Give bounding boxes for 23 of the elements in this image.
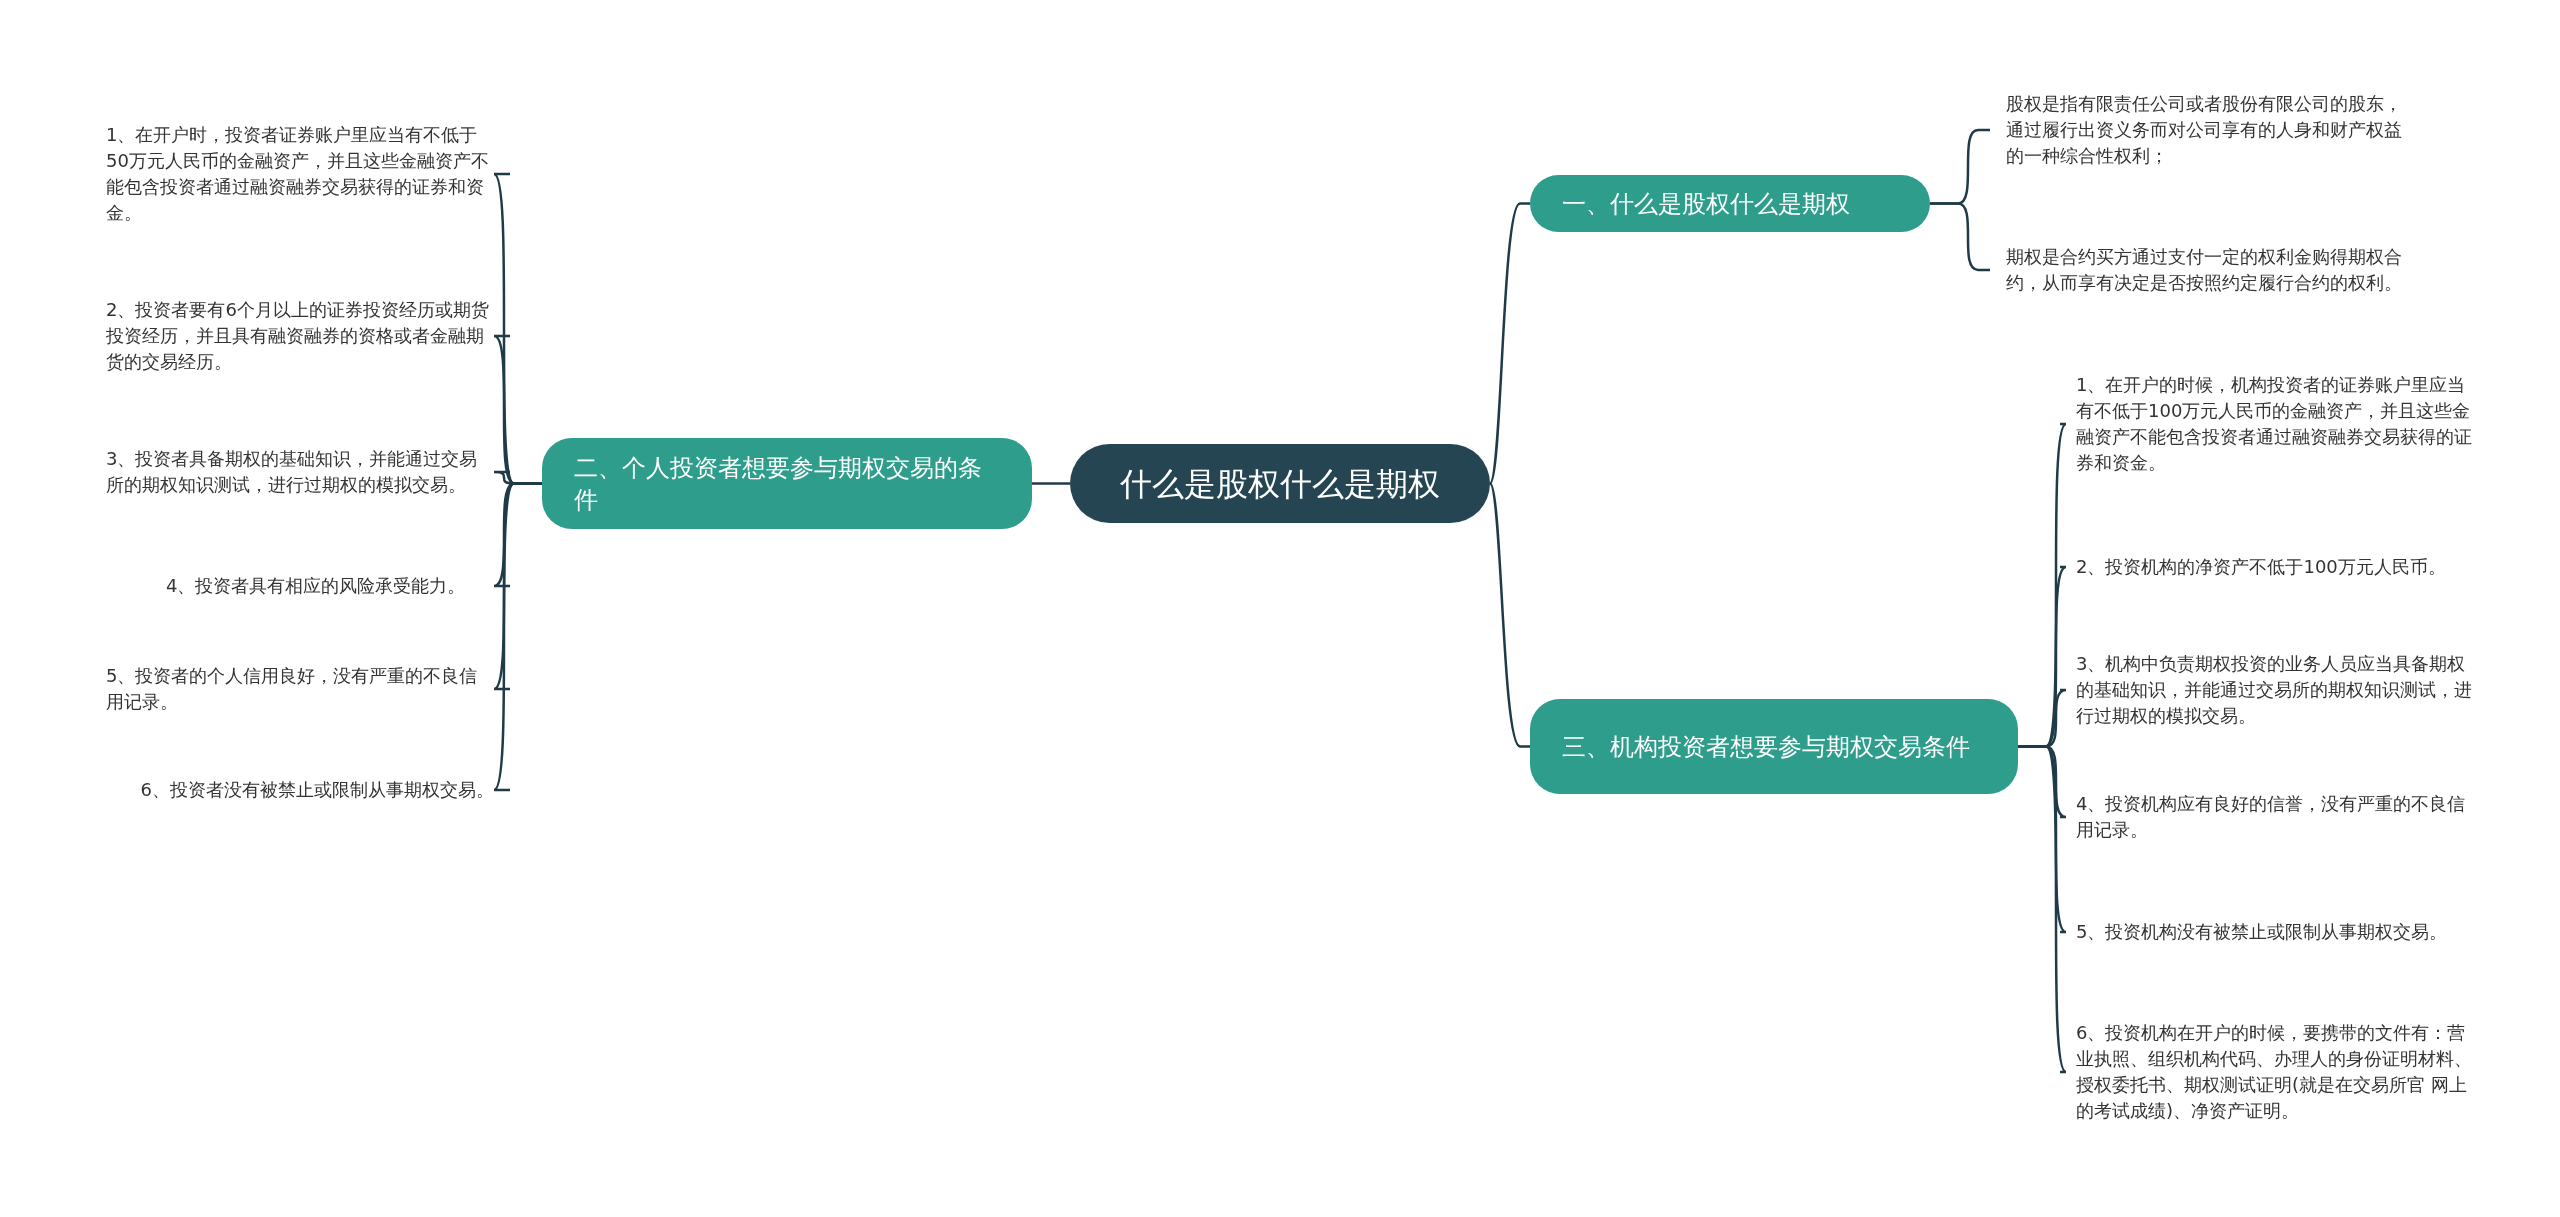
leaf-note: 4、投资者具有相应的风险承受能力。 [150,570,510,602]
root-topic: 什么是股权什么是期权 [1070,444,1490,523]
leaf-note: 6、投资机构在开户的时候，要携带的文件有：营业执照、组织机构代码、办理人的身份证明材料、授权委托书、期权测试证明(就是在交易所官 网上的考试成绩)、净资产证明。 [2060,1016,2490,1128]
branch-topic: 一、什么是股权什么是期权 [1530,175,1930,232]
connector-line [2018,745,2068,1074]
leaf-note: 1、在开户的时候，机构投资者的证券账户里应当有不低于100万元人民币的金融资产，并且这些金融资产不能包含投资者通过融资融券交易获得的证券和资金。 [2060,368,2490,480]
leaf-note: 2、投资者要有6个月以上的证券投资经历或期货投资经历，并且具有融资融券的资格或者金融期货的交易经历。 [90,294,510,378]
leaf-note: 3、投资者具备期权的基础知识，并能通过交易所的期权知识测试，进行过期权的模拟交易。 [90,430,510,514]
connector-line [1032,482,1070,485]
leaf-note: 5、投资机构没有被禁止或限制从事期权交易。 [2060,903,2490,961]
branch-topic: 三、机构投资者想要参与期权交易条件 [1530,699,2018,794]
connector-line [492,482,542,792]
leaf-note: 股权是指有限责任公司或者股份有限公司的股东，通过履行出资义务而对公司享有的人身和财产权益的一种综合性权利； [1990,88,2420,172]
connector-line [1488,482,1530,748]
leaf-note: 2、投资机构的净资产不低于100万元人民币。 [2060,538,2490,596]
branch-topic: 二、个人投资者想要参与期权交易的条件 [542,438,1032,529]
leaf-note: 期权是合约买方通过支付一定的权利金购得期权合约，从而享有决定是否按照约定履行合约的权利。 [1990,228,2420,312]
leaf-note: 1、在开户时，投资者证券账户里应当有不低于50万元人民币的金融资产，并且这些金融资产不能包含投资者通过融资融券交易获得的证券和资金。 [90,118,510,230]
connector-line [1488,202,1530,485]
leaf-note: 6、投资者没有被禁止或限制从事期权交易。 [90,774,510,806]
leaf-note: 4、投资机构应有良好的信誉，没有严重的不良信用记录。 [2060,788,2490,846]
leaf-note: 5、投资者的个人信用良好，没有严重的不良信用记录。 [90,660,510,718]
leaf-note: 3、机构中负责期权投资的业务人员应当具备期权的基础知识，并能通过交易所的期权知识测试，进行过期权的模拟交易。 [2060,648,2490,732]
